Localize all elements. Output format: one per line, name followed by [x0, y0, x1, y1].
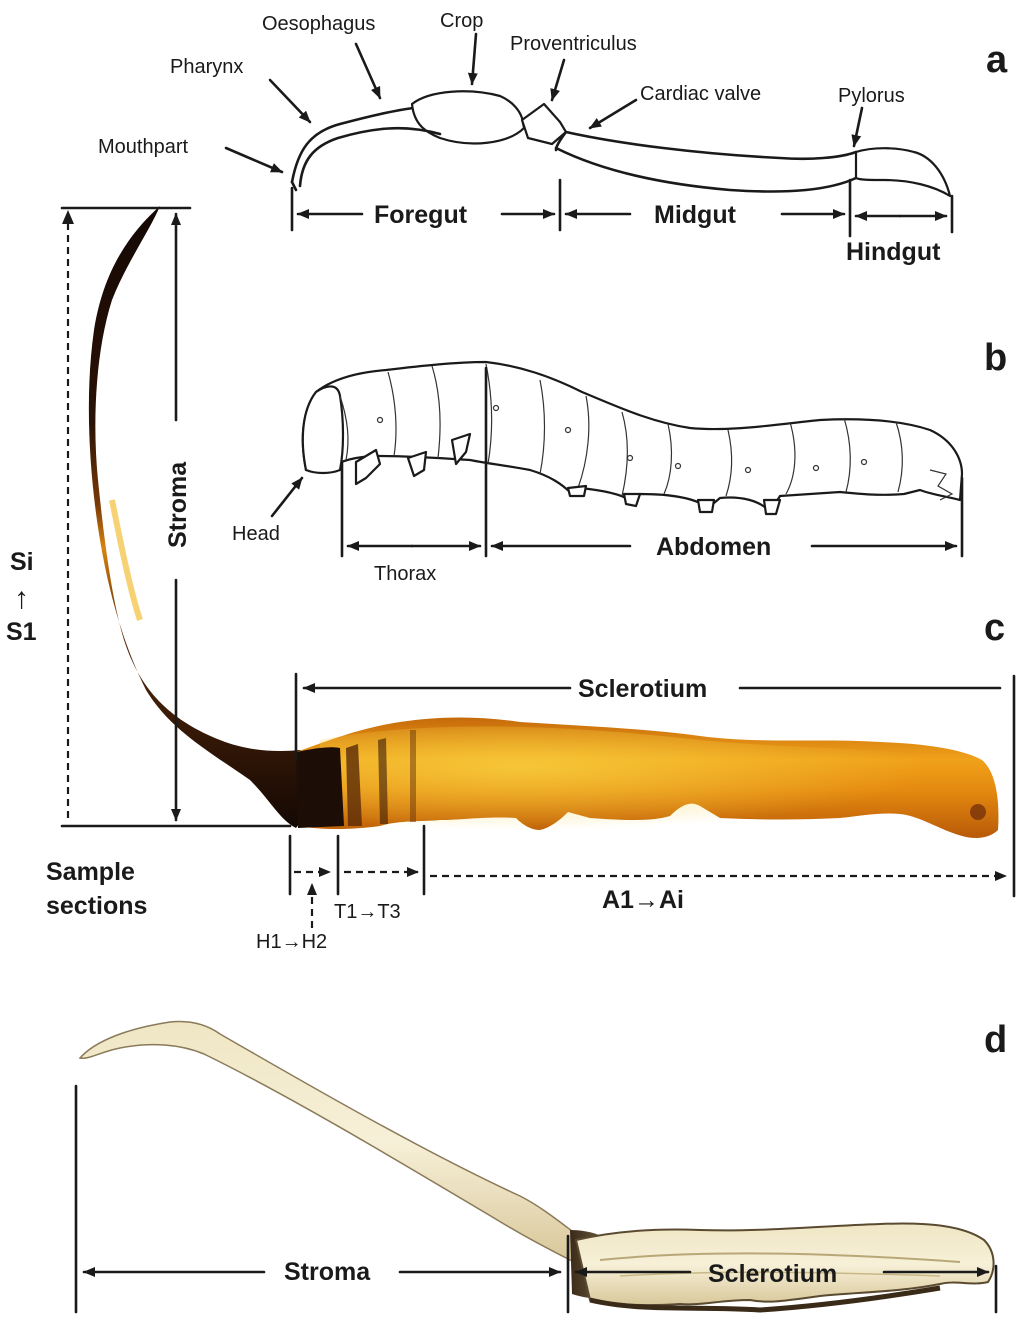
label-foregut: Foregut — [374, 201, 468, 229]
label-thorax: Thorax — [374, 563, 436, 585]
label-a-range: A1→Ai — [602, 886, 684, 914]
panel-b-larva: b — [232, 337, 1007, 585]
stroma-photo — [89, 206, 320, 828]
label-si: Si — [10, 548, 34, 576]
label-cardiac-valve: Cardiac valve — [640, 83, 761, 105]
label-s1: S1 — [6, 618, 37, 646]
arrow-up-icon: ↑ — [14, 582, 29, 615]
label-h-range: H1→H2 — [256, 931, 327, 953]
panel-d-section: d Stroma Sclerotium — [76, 1019, 1007, 1312]
label-pharynx: Pharynx — [170, 56, 243, 78]
label-abdomen: Abdomen — [656, 533, 771, 561]
label-hindgut: Hindgut — [846, 238, 941, 266]
label-mouthpart: Mouthpart — [98, 136, 188, 158]
panel-a-digestive-tract: a Mouthpart Pharynx Oesop — [98, 10, 1008, 266]
label-head: Head — [232, 523, 280, 545]
label-sclerotium: Sclerotium — [578, 675, 707, 703]
label-pylorus: Pylorus — [838, 85, 905, 107]
label-proventriculus: Proventriculus — [510, 33, 637, 55]
label-sclerotium-d: Sclerotium — [708, 1260, 837, 1288]
panel-c-specimen: c Stroma Si ↑ S1 Sclerot — [6, 206, 1014, 953]
label-sections: sections — [46, 892, 147, 920]
label-t-range: T1→T3 — [334, 901, 401, 923]
label-crop: Crop — [440, 10, 483, 32]
panel-letter-d: d — [984, 1019, 1007, 1061]
label-oesophagus: Oesophagus — [262, 13, 375, 35]
sclerotium-photo — [296, 718, 998, 839]
panel-letter-c: c — [984, 607, 1005, 649]
label-stroma-vertical: Stroma — [164, 461, 192, 548]
larva-outline-drawing — [303, 362, 962, 514]
panel-letter-b: b — [984, 337, 1007, 379]
label-sample: Sample — [46, 858, 135, 886]
panel-letter-a: a — [986, 39, 1008, 81]
label-midgut: Midgut — [654, 201, 737, 229]
label-stroma-d: Stroma — [284, 1258, 371, 1286]
stroma-section-photo — [80, 1022, 576, 1263]
